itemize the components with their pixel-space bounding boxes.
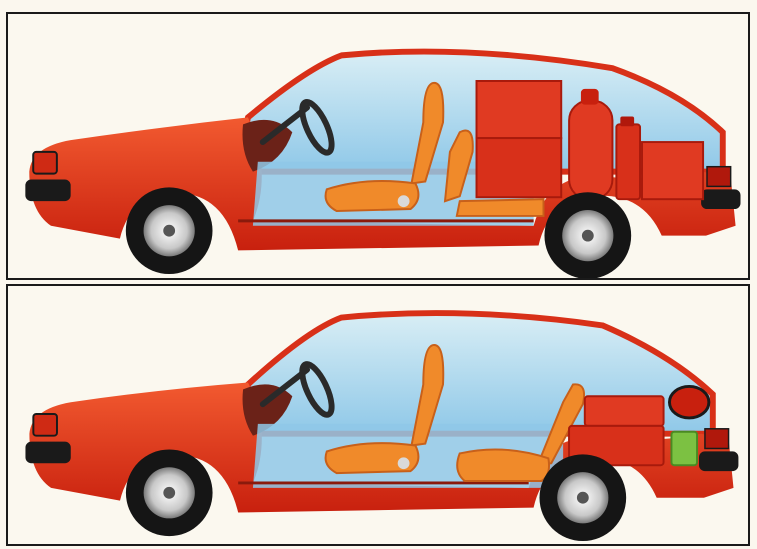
rear-bumper (701, 189, 740, 209)
cargo-box-rear (642, 142, 703, 199)
car-illustration-top (8, 14, 748, 278)
car-illustration-bottom (8, 286, 748, 544)
rear-bumper (699, 451, 738, 471)
headlight (33, 414, 57, 436)
wheel-icon (544, 192, 631, 278)
cargo-box-lower (477, 138, 562, 197)
gas-cylinder-icon (569, 89, 612, 199)
front-bumper (25, 442, 70, 464)
wheel-icon (539, 454, 626, 541)
panel-rear-seat-folded (6, 12, 750, 280)
jerry-can-icon (671, 432, 697, 465)
wheel-icon (126, 449, 213, 536)
cargo-box-upper (477, 81, 562, 138)
rear-light (705, 429, 729, 449)
spare-wheel-icon (669, 386, 708, 418)
cargo-box-upper (585, 396, 664, 426)
headlight (33, 152, 57, 174)
rear-light (707, 167, 731, 187)
panel-rear-seat-upright (6, 284, 750, 546)
jerry-can-icon (616, 116, 640, 199)
wheel-icon (126, 187, 213, 274)
front-bumper (25, 179, 70, 201)
